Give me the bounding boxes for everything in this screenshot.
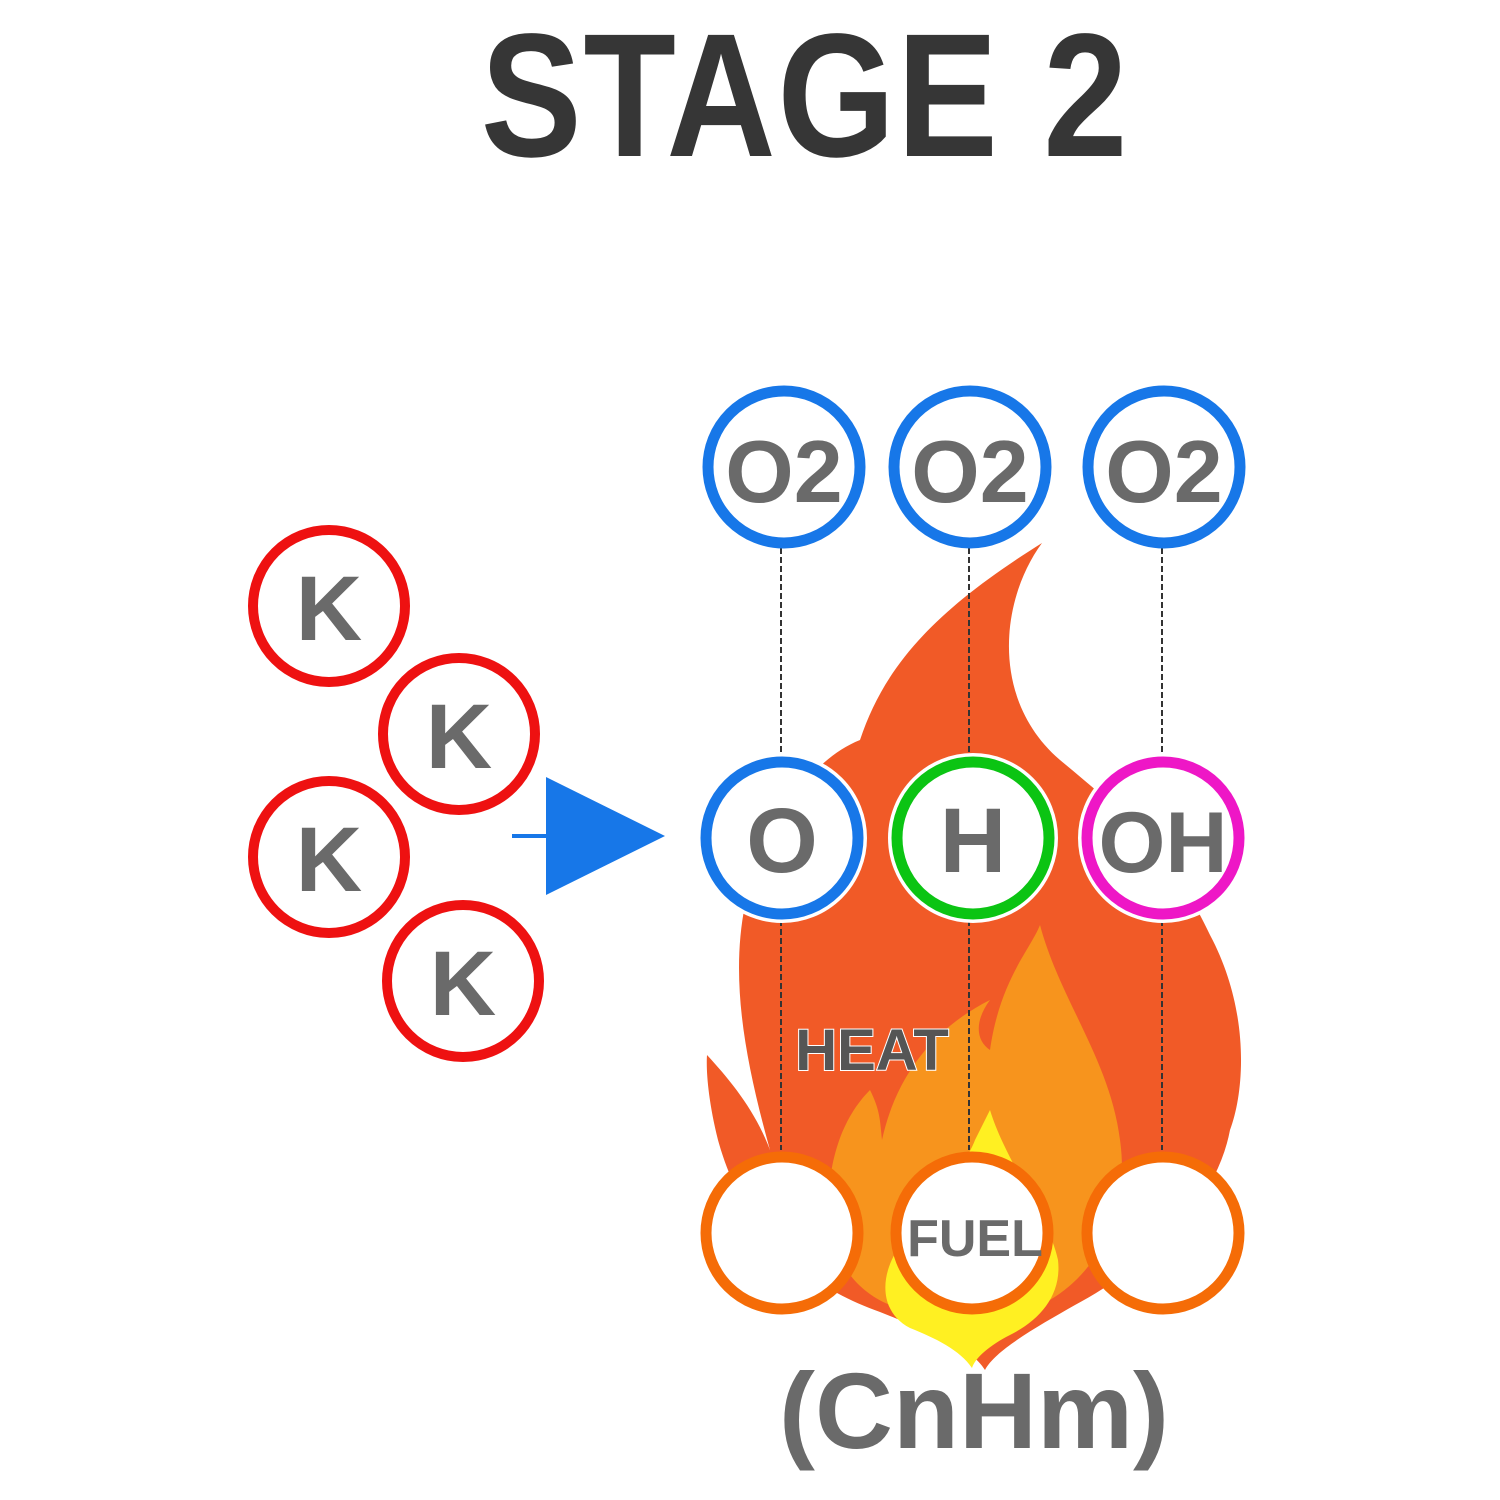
radical-atom: OH [1078,753,1248,923]
radical-atom: O [697,753,867,923]
inhibitor-atom: K [248,525,410,687]
oxygen-label: O2 [725,422,842,521]
fuel-molecule [1081,1151,1245,1315]
radical-label: OH [1099,795,1228,891]
inhibitor-label: K [296,558,362,660]
inhibitor-atom: K [382,900,544,1062]
inhibitor-label: K [426,686,492,788]
inhibitor-atom: K [378,653,540,815]
fuel-molecule [700,1151,864,1315]
page-title: STAGE 2 [480,0,1130,194]
heat-label: HEAT [795,1018,949,1083]
fuel-molecule: FUEL [890,1151,1054,1315]
oxygen-label: O2 [911,422,1028,521]
radical-label: O [746,790,818,892]
oxygen-label: O2 [1105,422,1222,521]
inhibitor-label: K [430,933,496,1035]
fuel-formula: (CnHm) [779,1350,1169,1471]
radical-label: H [940,790,1006,892]
oxygen-molecule: O2 [1082,385,1246,549]
arrow-right-icon [512,777,665,895]
bond-lines [780,548,1163,1150]
fuel-label: FUEL [907,1210,1043,1268]
oxygen-molecule: O2 [888,385,1052,549]
radical-atom: H [888,753,1058,923]
oxygen-molecule: O2 [702,385,866,549]
inhibitor-atom: K [248,776,410,938]
inhibitor-label: K [296,809,362,911]
